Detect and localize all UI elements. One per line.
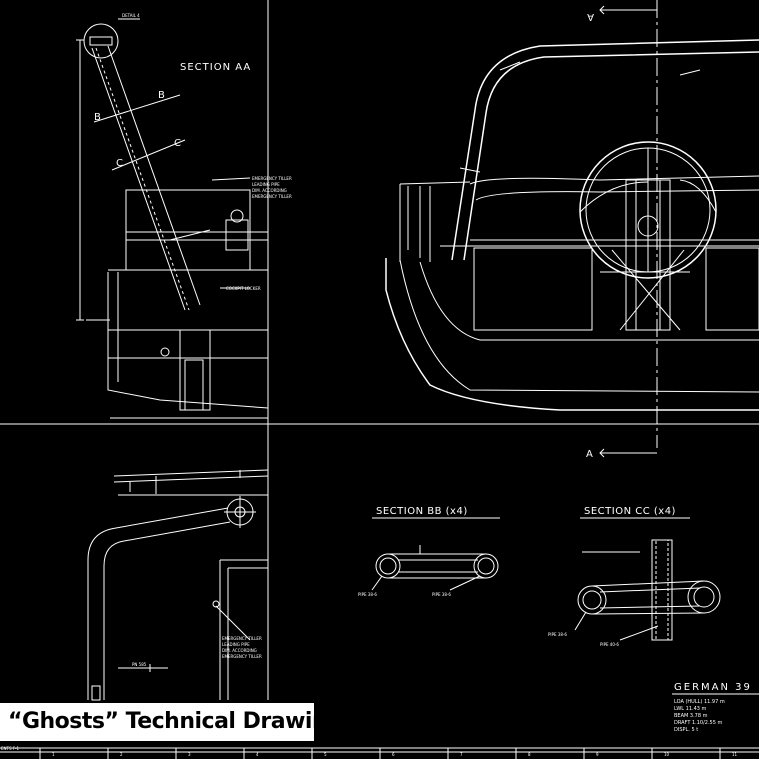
- caption-banner: “Ghosts” Technical Drawings: [0, 703, 314, 741]
- ruler-number: 8: [528, 752, 531, 757]
- note-emergency-tiller-2b: EMERGENCY TILLER: [222, 654, 262, 659]
- vessel-title: GERMAN 39: [674, 682, 752, 693]
- spec-beam: BEAM 3.78 m: [674, 713, 708, 719]
- ruler-number: 7: [460, 752, 463, 757]
- ruler-number: 3: [188, 752, 191, 757]
- ruler-number: 10: [664, 752, 670, 757]
- section-aa-drawing: [76, 18, 269, 419]
- section-cc-title: SECTION CC (x4): [584, 506, 676, 517]
- bottom-ruler: [0, 747, 759, 759]
- cut-a-bottom: A: [586, 449, 593, 460]
- drawing-labels: SECTION AA DETAIL 4 B B C C EMERGENCY TI…: [1, 11, 752, 757]
- section-bb-title: SECTION BB (x4): [376, 506, 468, 517]
- note-emergency-tiller-1: EMERGENCY TILLER: [252, 176, 292, 181]
- cut-a-top: A: [587, 11, 594, 22]
- spec-lwl: LWL 11.43 m: [674, 706, 707, 712]
- section-cc-drawing: [574, 517, 721, 641]
- cut-b-left: B: [94, 112, 101, 123]
- tiller-detail-drawing: [87, 469, 269, 701]
- pipe-bb-right: PIPE 38-6: [432, 592, 451, 597]
- spec-displ: DISPL. 5 t: [674, 727, 698, 733]
- cut-c-right: C: [174, 138, 181, 149]
- detail-label: DETAIL 4: [122, 13, 140, 18]
- pipe-bb-left: PIPE 38-6: [358, 592, 377, 597]
- ruler-number: 6: [392, 752, 395, 757]
- pipe-cc-left: PIPE 38-6: [548, 632, 567, 637]
- pipe-cc-right: PIPE 40-6: [600, 642, 619, 647]
- ruler-left-label: ENTS F-1: [1, 746, 20, 751]
- ruler-number: 2: [120, 752, 123, 757]
- spec-draft: DRAFT 1.10/2.55 m: [674, 720, 723, 726]
- note-emergency-tiller-1b: EMERGENCY TILLER: [252, 194, 292, 199]
- stern-view-drawing: [385, 0, 759, 458]
- ruler-number: 1: [52, 752, 55, 757]
- note-leading-pipe-2: LEADING PIPE: [222, 642, 250, 647]
- ruler-number: 11: [732, 752, 738, 757]
- spec-loa: LOA (HULL) 11.97 m: [674, 699, 725, 705]
- dim-pn: PN 585: [132, 662, 147, 667]
- cut-c-left: C: [116, 158, 123, 169]
- ruler-number: 4: [256, 752, 259, 757]
- note-dim-according-2: DIM. ACCORDING: [222, 648, 257, 653]
- ruler-number: 9: [596, 752, 599, 757]
- note-emergency-tiller-2: EMERGENCY TILLER: [222, 636, 262, 641]
- cut-b-right: B: [158, 90, 165, 101]
- note-dim-according-1: DIM. ACCORDING: [252, 188, 287, 193]
- ruler-number: 5: [324, 752, 327, 757]
- note-cockpit-locker: COCKPIT LOCKER: [226, 286, 261, 291]
- note-leading-pipe-1: LEADING PIPE: [252, 182, 280, 187]
- section-aa-title: SECTION AA: [180, 62, 251, 73]
- section-bb-drawing: [371, 517, 500, 591]
